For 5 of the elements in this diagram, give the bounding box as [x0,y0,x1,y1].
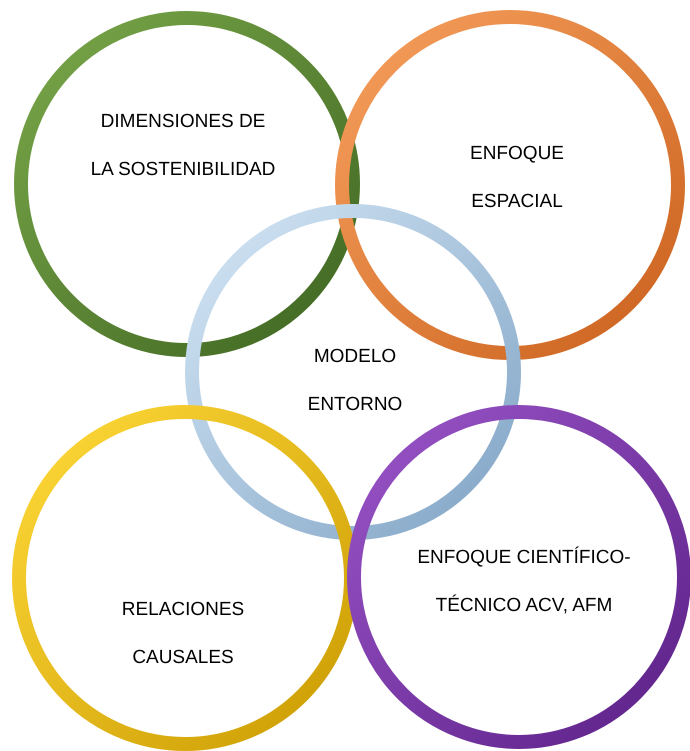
ring-label: RELACIONES CAUSALES [120,598,246,670]
ring-label: ENFOQUE CIENTÍFICO-TÉCNICO ACV, AFM [416,546,632,618]
ring-label: ENFOQUE ESPACIAL [469,142,565,214]
ring-label: DIMENSIONES DE LA SOSTENIBILIDAD [90,110,276,182]
ring-label: MODELO ENTORNO [306,345,404,417]
